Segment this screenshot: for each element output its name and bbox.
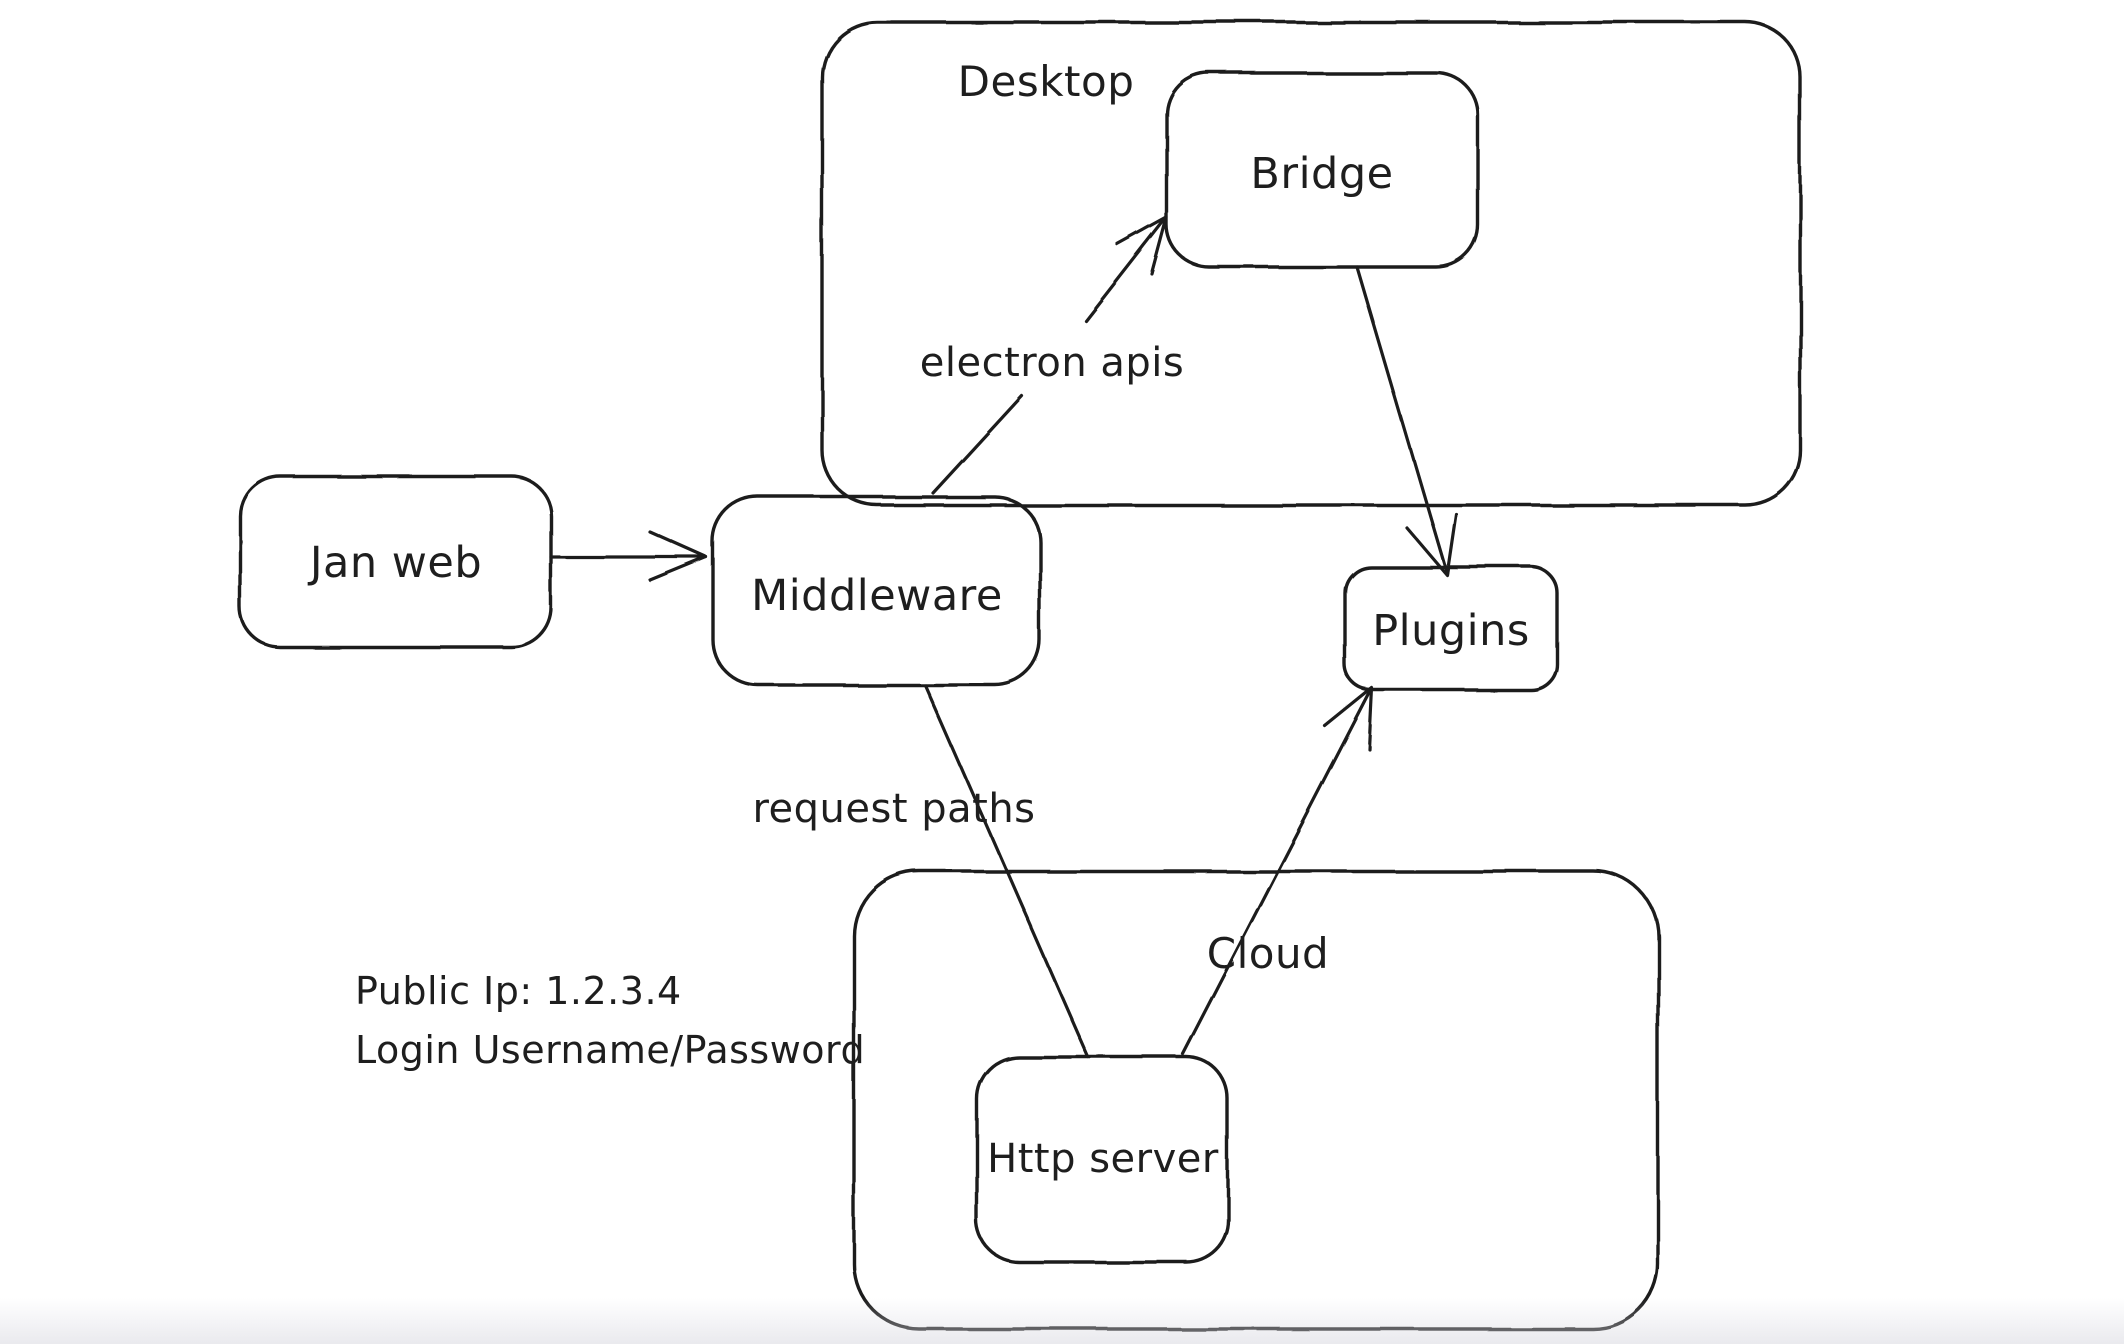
line-middleware-to-http-server[interactable] xyxy=(923,683,1090,1059)
middleware-label[interactable]: Middleware xyxy=(751,571,1003,621)
arrowhead-into-plugins-top xyxy=(1405,512,1458,577)
arrowhead-into-middleware xyxy=(648,530,708,582)
arrow-jan-web-to-middleware[interactable] xyxy=(549,530,708,582)
desktop-container-shape[interactable] xyxy=(820,20,1802,507)
plugins-node-shape[interactable] xyxy=(1343,565,1559,692)
request-paths-edge-label[interactable]: request paths xyxy=(752,786,1035,832)
arrow-bridge-to-plugins[interactable] xyxy=(1355,265,1458,577)
bridge-node-shape[interactable] xyxy=(1165,71,1480,269)
http-server-label[interactable]: Http server xyxy=(987,1136,1219,1182)
jan-web-label[interactable]: Jan web xyxy=(307,538,482,588)
note-public-ip[interactable]: Public Ip: 1.2.3.4 xyxy=(355,969,682,1013)
arrowhead-into-bridge xyxy=(1116,216,1169,276)
jan-web-node-shape[interactable] xyxy=(238,474,553,649)
arrowhead-into-plugins-bottom xyxy=(1323,686,1374,751)
middleware-node-shape[interactable] xyxy=(711,495,1042,687)
plugins-label[interactable]: Plugins xyxy=(1372,606,1530,656)
cloud-label[interactable]: Cloud xyxy=(1207,929,1329,978)
electron-apis-edge-label[interactable]: electron apis xyxy=(920,340,1184,386)
desktop-label[interactable]: Desktop xyxy=(958,57,1135,106)
arrow-http-server-to-plugins[interactable] xyxy=(1181,686,1374,1056)
note-login-credentials[interactable]: Login Username/Password xyxy=(355,1028,865,1072)
http-server-node-shape[interactable] xyxy=(975,1055,1230,1264)
bridge-label[interactable]: Bridge xyxy=(1250,149,1393,199)
arrow-middleware-to-bridge[interactable] xyxy=(931,216,1169,495)
